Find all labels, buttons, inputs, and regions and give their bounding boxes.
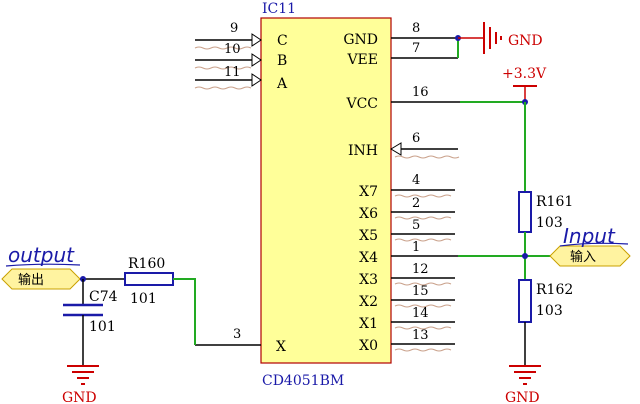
- pin-b-label: B: [277, 53, 287, 69]
- pin-gnd-label: GND: [343, 32, 378, 48]
- input-port: 输入 Input: [549, 224, 631, 267]
- pin-inh-number: 6: [412, 131, 420, 146]
- capacitor-c74: C74 101: [63, 279, 118, 366]
- gnd-bottom-left: GND: [62, 365, 99, 404]
- pin-x5-label: X5: [359, 228, 378, 244]
- r161-ref: R161: [536, 194, 573, 210]
- output-port-label: 输出: [18, 272, 44, 288]
- r162-ref: R162: [536, 282, 573, 298]
- pin-x1: 14 X1: [359, 306, 455, 332]
- r161-value: 103: [536, 215, 563, 231]
- gnd-bottom-right-label: GND: [505, 390, 540, 404]
- pin-x5: 5 X5: [359, 218, 455, 244]
- resistor-r162: R162 103: [518, 279, 573, 323]
- pin-c: 9 C: [194, 21, 288, 50]
- pin-x2: 15 X2: [359, 284, 455, 310]
- pin-x3: 12 X3: [359, 262, 455, 288]
- pin-x5-number: 5: [412, 218, 420, 233]
- pin-x6: 2 X6: [359, 196, 455, 222]
- pin-x7-number: 4: [412, 173, 420, 188]
- pin-x6-label: X6: [359, 206, 378, 222]
- pin-b-number: 10: [224, 42, 241, 57]
- pin-x2-number: 15: [412, 284, 429, 299]
- pin-x4-number: 1: [412, 240, 420, 255]
- pin-x0: 13 X0: [359, 328, 455, 354]
- pin-x7: 4 X7: [359, 173, 455, 200]
- r160-ref: R160: [128, 256, 165, 272]
- pin-x7-label: X7: [359, 184, 378, 200]
- pin-inh: 6 INH: [348, 131, 460, 159]
- pin-a: 11 A: [194, 65, 288, 92]
- pin-gnd: 8 GND: [343, 21, 458, 48]
- c74-value: 101: [89, 319, 116, 335]
- pin-a-number: 11: [224, 65, 241, 80]
- pin-x3-label: X3: [359, 272, 378, 288]
- gnd-top-net: GND: [455, 22, 543, 58]
- gnd-bottom-right: GND: [505, 365, 541, 404]
- pin-a-label: A: [276, 76, 288, 92]
- ic-body: [260, 17, 392, 364]
- pin-x1-number: 14: [412, 306, 429, 321]
- pin-x1-label: X1: [359, 316, 378, 332]
- pin-x0-label: X0: [359, 338, 378, 354]
- ic-part-number: CD4051BM: [262, 373, 344, 389]
- ic-designator: IC11: [262, 1, 296, 17]
- r162-value: 103: [536, 303, 563, 319]
- r160-value: 101: [130, 291, 157, 307]
- output-port: 输出 output: [1, 243, 81, 290]
- pin-x2-label: X2: [359, 294, 378, 310]
- gnd-top-label: GND: [508, 33, 543, 49]
- pin-vee: 7 VEE: [346, 41, 458, 68]
- pin-vcc-number: 16: [412, 85, 429, 100]
- resistor-r161: R161 103: [518, 191, 573, 233]
- pin-vee-label: VEE: [346, 52, 378, 68]
- pin-x-number: 3: [233, 327, 241, 342]
- input-port-label: 输入: [570, 249, 596, 265]
- vcc-label: +3.3V: [502, 66, 547, 82]
- resistor-r160: R160 101: [124, 256, 174, 307]
- pin-c-number: 9: [230, 21, 238, 36]
- pin-gnd-number: 8: [412, 21, 420, 36]
- pin-x4: 1 X4: [359, 240, 458, 266]
- pin-x: 3 X: [195, 327, 286, 355]
- pin-x4-label: X4: [359, 250, 378, 266]
- pin-b: 10 B: [194, 42, 287, 70]
- pin-vcc: 16 VCC: [345, 85, 460, 112]
- gnd-bottom-left-label: GND: [62, 390, 97, 404]
- pin-c-label: C: [277, 33, 288, 49]
- pin-x0-number: 13: [412, 328, 429, 343]
- output-annotation: output: [8, 243, 75, 267]
- pin-inh-label: INH: [348, 143, 378, 159]
- pin-vcc-label: VCC: [345, 96, 378, 112]
- pin-x3-number: 12: [412, 262, 429, 277]
- vcc-net: +3.3V: [460, 66, 547, 192]
- pin-x6-number: 2: [412, 196, 420, 211]
- c74-ref: C74: [89, 289, 118, 305]
- pin-vee-number: 7: [412, 41, 420, 56]
- pin-x-label: X: [276, 339, 286, 355]
